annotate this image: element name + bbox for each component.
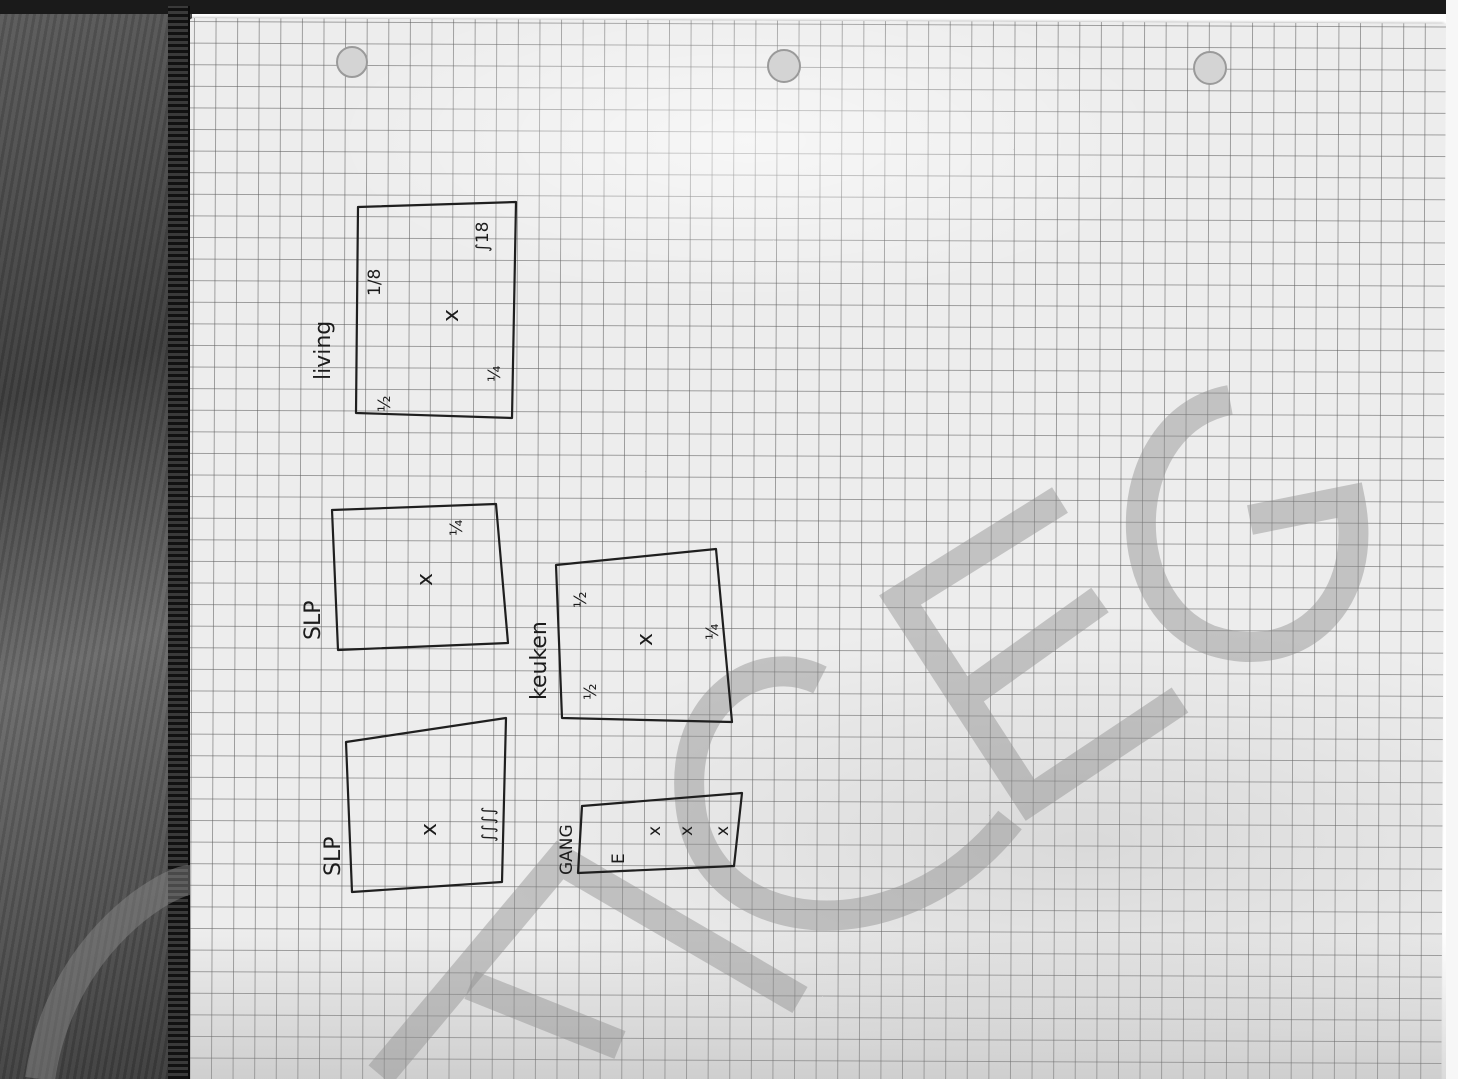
room-slp-bottom-mark-x: x: [417, 823, 442, 836]
room-slp-bottom-label: SLP: [321, 837, 346, 877]
room-living-mark-frac-2: ¼: [485, 366, 505, 382]
room-slp-middle-mark-frac: ¼: [447, 520, 467, 536]
room-slp-bottom-mark-integrals: ∫∫∫∫: [479, 807, 499, 842]
room-living-mark-x: x: [439, 309, 464, 322]
room-living-label: living: [311, 321, 336, 380]
room-kitchen-mark-frac-2: ¼: [703, 624, 723, 640]
punch-hole: [337, 47, 367, 77]
room-kitchen-mark-frac: ½: [571, 592, 591, 608]
room-hall-mark-x-2: x: [677, 826, 697, 836]
room-slp-bottom: SLP x ∫∫∫∫: [321, 718, 506, 892]
room-hall-mark-e: E: [609, 853, 629, 864]
punch-hole: [768, 50, 800, 82]
room-slp-middle: SLP x ¼: [301, 504, 508, 650]
room-hall-mark-x-3: x: [713, 826, 733, 836]
room-slp-middle-label: SLP: [301, 601, 326, 641]
watermark-logo: [40, 400, 1353, 1079]
watermark-circle-arc: [40, 880, 190, 1079]
room-hall-label: GANG: [557, 824, 577, 875]
room-kitchen-mark-frac-3: ½: [581, 684, 601, 700]
punch-hole: [1194, 52, 1226, 84]
room-slp-middle-mark-x: x: [413, 573, 438, 586]
room-living-mark-frac: 1/8: [365, 269, 385, 296]
room-living-mark-frac-3: ½: [375, 396, 395, 412]
room-kitchen-label: keuken: [527, 621, 552, 700]
room-living-mark-integral: ∫18: [473, 222, 493, 253]
room-slp-bottom-box: [346, 718, 506, 892]
watermark-letter-g: [1141, 400, 1354, 647]
room-hall-mark-x: x: [645, 826, 665, 836]
watermark-letter-a-bar: [470, 985, 620, 1045]
room-kitchen-mark-x: x: [633, 633, 658, 646]
room-living: living x ∫18 1/8 ¼ ½: [311, 202, 516, 418]
room-kitchen: keuken x ½ ¼ ½: [527, 549, 732, 722]
